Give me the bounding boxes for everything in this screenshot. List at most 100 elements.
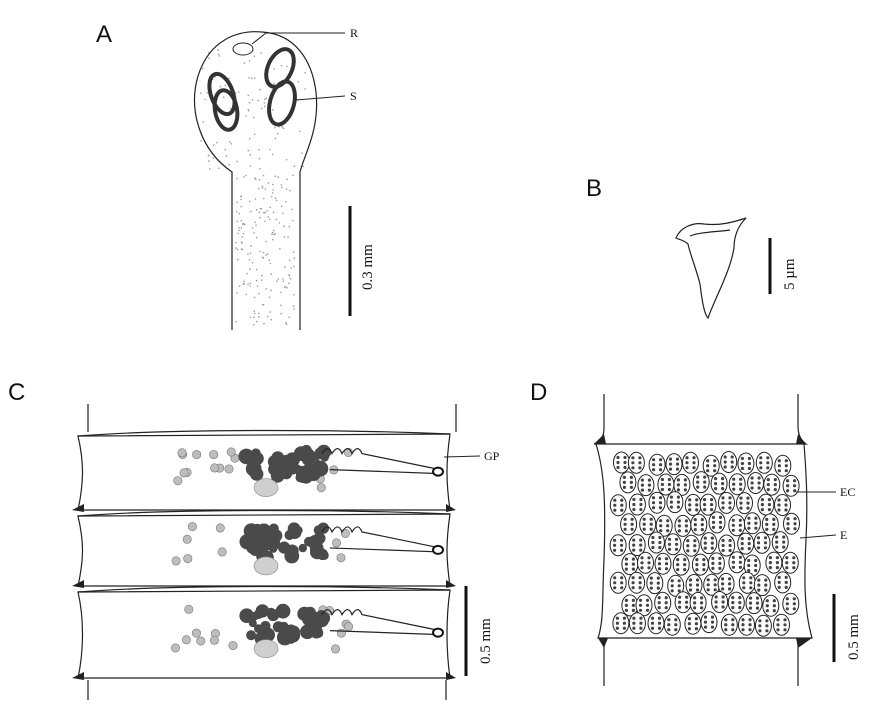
testis <box>226 447 236 457</box>
egg <box>693 539 697 543</box>
stipple-dot <box>293 165 296 167</box>
ovary-lobe <box>315 449 325 460</box>
stipple-dot <box>240 198 242 201</box>
egg <box>710 546 714 550</box>
egg <box>706 578 710 582</box>
stipple-dot <box>255 236 258 239</box>
proglottid <box>72 429 456 512</box>
egg <box>695 568 699 572</box>
egg <box>776 628 780 632</box>
egg-capsule <box>635 594 653 617</box>
stipple-dot <box>238 227 240 229</box>
egg <box>674 542 679 546</box>
egg <box>777 469 781 473</box>
egg <box>703 625 708 629</box>
stipple-dot <box>275 218 278 221</box>
egg <box>688 508 692 512</box>
stipple-dot <box>251 227 254 229</box>
stipple-dot <box>252 324 255 326</box>
egg <box>792 566 796 570</box>
egg <box>703 498 707 502</box>
egg <box>763 536 768 540</box>
egg <box>613 503 617 507</box>
egg-capsule <box>637 474 655 497</box>
panel-d: D EC E 0.5 mm <box>530 379 862 686</box>
egg <box>728 577 732 581</box>
egg <box>640 566 644 570</box>
stipple-dot <box>256 285 259 287</box>
egg <box>772 609 776 613</box>
egg <box>650 626 655 630</box>
egg <box>758 624 762 628</box>
ovary-lobe <box>294 526 303 535</box>
egg-capsule <box>763 473 781 496</box>
stipple-dot <box>287 236 289 238</box>
egg <box>676 558 680 562</box>
egg <box>760 508 765 512</box>
stipple-dot <box>248 60 251 62</box>
egg <box>754 521 758 525</box>
proglottid <box>72 585 456 680</box>
stipple-dot <box>264 98 266 101</box>
egg-capsule <box>708 511 726 534</box>
egg <box>765 517 769 522</box>
egg <box>765 604 769 608</box>
egg <box>792 607 796 611</box>
egg <box>670 584 674 588</box>
egg <box>667 542 672 546</box>
stipple-dot <box>277 278 280 280</box>
egg <box>747 456 752 461</box>
egg <box>692 461 696 465</box>
egg <box>685 600 689 604</box>
egg <box>647 488 652 492</box>
stipple-dot <box>260 107 263 110</box>
egg <box>768 566 773 570</box>
egg <box>786 522 790 526</box>
stipple-dot <box>242 232 245 235</box>
egg <box>629 475 634 479</box>
stipple-dot <box>271 231 274 234</box>
egg <box>638 608 643 612</box>
stipple-dot <box>253 310 256 313</box>
stipple-dot <box>253 133 256 136</box>
egg <box>747 542 751 546</box>
egg-capsule <box>674 591 692 614</box>
egg-capsule <box>781 551 799 574</box>
egg <box>631 456 635 460</box>
egg <box>757 588 761 592</box>
stipple-dot <box>240 205 242 208</box>
egg <box>630 527 634 531</box>
egg <box>676 495 681 499</box>
egg <box>713 469 717 473</box>
ovary-lobe <box>266 607 276 618</box>
panel-c: C GP 0.5 mm <box>8 379 500 700</box>
egg <box>792 556 796 560</box>
testis <box>184 604 194 614</box>
stipple-dot <box>275 199 278 202</box>
leader-lines-a <box>251 32 346 101</box>
egg-capsule <box>665 453 683 476</box>
egg <box>711 556 715 561</box>
stipple-dot <box>258 211 261 214</box>
egg-capsule <box>700 532 718 555</box>
stipple-dot <box>251 77 253 80</box>
egg <box>693 523 697 527</box>
stipple-dot <box>283 236 286 238</box>
egg <box>666 524 670 528</box>
ovary-lobe <box>298 543 307 553</box>
egg <box>629 480 634 484</box>
egg-capsule <box>689 591 707 614</box>
stipple-dot <box>240 220 243 222</box>
stipple-dot <box>289 277 292 280</box>
stipple-dot <box>267 216 270 218</box>
egg-capsule <box>664 533 682 556</box>
stipple-dot <box>236 177 238 180</box>
egg <box>739 477 743 481</box>
stipple-dot <box>249 165 252 167</box>
egg <box>765 624 769 628</box>
egg <box>747 568 751 573</box>
stipple-dot <box>266 253 269 255</box>
egg-capsule <box>783 512 800 535</box>
scale-label-d: 0.5 mm <box>846 614 862 660</box>
ovary-lobe <box>250 451 264 466</box>
